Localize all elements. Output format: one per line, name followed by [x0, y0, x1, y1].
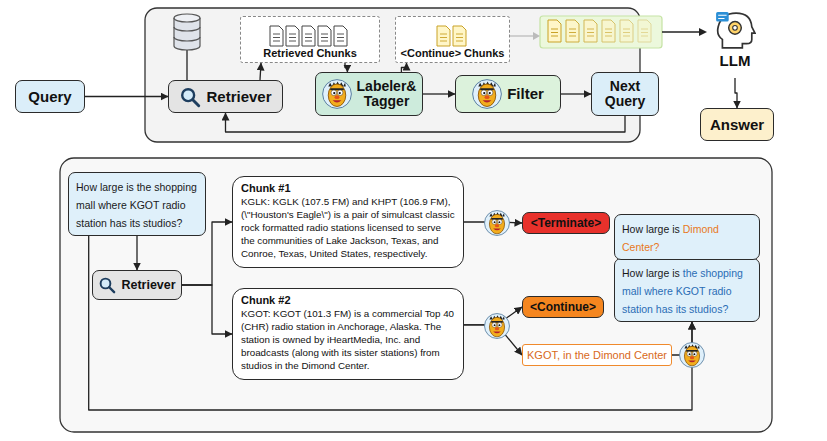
box-label: Retriever [121, 278, 175, 292]
agent-face [485, 211, 510, 236]
flow-arrow [662, 31, 700, 32]
chunk-heading: Chunk #1 [241, 182, 455, 195]
agent-face [485, 314, 510, 339]
agent-face [680, 343, 705, 368]
icon [436, 25, 470, 47]
flow-arrow [136, 236, 137, 270]
icon [269, 25, 351, 47]
llm-model: LLM [700, 10, 770, 78]
flow-arrow [735, 78, 737, 108]
flow-arrow [345, 63, 347, 72]
doc-icons [436, 25, 470, 47]
box-label: Retriever [206, 88, 271, 105]
agent-face [322, 79, 352, 109]
query-text: How large is [622, 223, 680, 235]
retriever-box: Retriever [92, 270, 182, 300]
flow-arrow [423, 93, 455, 94]
query-text: How large is [622, 267, 680, 279]
model-label: LLM [720, 52, 751, 69]
chunk-heading: Chunk #2 [241, 294, 455, 307]
query-box: How large isDimond Center? [614, 214, 760, 260]
icon [472, 79, 502, 109]
magnifier-icon [98, 276, 116, 294]
doc-icons [269, 25, 351, 47]
flow-arrow [401, 63, 406, 72]
terminate-tag: <Terminate> [522, 212, 610, 234]
chunk-text: KGOT: KGOT (101.3 FM) is a commercial To… [241, 308, 455, 373]
query-box: How large is the shopping mall where KGO… [68, 172, 206, 236]
box-label: Next Query [598, 79, 652, 110]
chunk-group: Retrieved Chunks [240, 16, 380, 63]
flow-arrow [561, 93, 591, 94]
query-box: Query [15, 80, 85, 113]
box-label: Labeler& Tagger [357, 79, 417, 110]
flow-arrow [260, 63, 261, 80]
filter-box: Filter [455, 75, 561, 113]
chunk-card: Chunk #1KGLK: KGLK (107.5 FM) and KHPT (… [232, 176, 464, 268]
llm-icon [714, 10, 756, 52]
retriever-box: Retriever [168, 80, 283, 113]
box-label: KGOT, in the Dimond Center [527, 349, 667, 361]
flow-arrow [226, 113, 626, 132]
chunk-card: Chunk #2KGOT: KGOT (101.3 FM) is a comme… [232, 288, 464, 380]
box-label: Query [28, 88, 71, 105]
top-panel [145, 8, 640, 142]
database-icon [174, 14, 200, 80]
box-label: Answer [710, 116, 764, 133]
bottom-panel [60, 158, 772, 432]
answer-box: Answer [700, 108, 774, 141]
group-label: Retrieved Chunks [263, 47, 357, 59]
extracted-info: KGOT, in the Dimond Center [522, 344, 672, 366]
group-label: <Continue> Chunks [401, 47, 505, 59]
query-box: How large isthe shopping mall where KGOT… [614, 258, 760, 322]
final-chunk-stack [540, 16, 662, 48]
icon [322, 79, 352, 109]
doc-icons [548, 20, 651, 42]
icon [179, 86, 201, 108]
box-label: Filter [507, 85, 544, 102]
flow-arrow [182, 285, 232, 334]
magnifier-icon [179, 86, 201, 108]
agent-face [472, 79, 502, 109]
labeler-box: Labeler& Tagger [315, 72, 423, 116]
next-query-box: Next Query [591, 72, 659, 116]
icon [714, 10, 756, 52]
chunk-group: <Continue> Chunks [395, 16, 510, 63]
query-text: How large is the shopping mall where KGO… [76, 181, 197, 229]
flow-arrow [85, 96, 168, 97]
box-label: <Continue> [530, 300, 596, 314]
flow-arrow [510, 35, 534, 36]
icon [98, 276, 116, 294]
chunk-text: KGLK: KGLK (107.5 FM) and KHPT (106.9 FM… [241, 196, 455, 261]
box-label: <Terminate> [531, 216, 601, 230]
continue-tag: <Continue> [522, 296, 604, 318]
